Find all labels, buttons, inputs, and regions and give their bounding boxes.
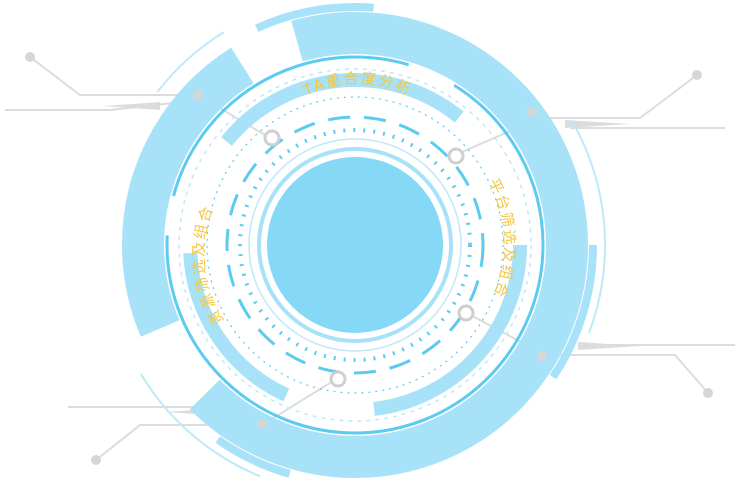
middle-ring-solid: [165, 55, 545, 435]
outer-rings: [104, 0, 606, 496]
circuit-line-bottom-right: [464, 311, 709, 394]
circuit-line-bottom-left: [95, 377, 339, 461]
circuit-endpoints: [25, 52, 713, 465]
node-bottom: [329, 370, 347, 388]
endpoint-top-right: [692, 70, 702, 80]
circuit-line-top-right: [454, 74, 698, 156]
node-outer-top-left: [193, 90, 203, 100]
endpoint-top-left: [25, 52, 35, 62]
inner-dash-ring: [225, 115, 485, 375]
node-outer-right: [537, 351, 547, 361]
inner-rings: [225, 115, 485, 375]
arrow-row-bottom-right: [578, 342, 640, 350]
ring-nodes: [193, 90, 547, 429]
inner-dotted-ring: [206, 96, 504, 394]
node-outer-top-right: [527, 107, 537, 117]
inner-solid-ring: [257, 147, 453, 343]
endpoint-bottom-right: [703, 388, 713, 398]
node-right: [457, 304, 475, 322]
middle-rings: [165, 55, 545, 435]
outer-ring-thick: [122, 12, 588, 478]
core-circle: [267, 157, 443, 333]
inner-thin-ring: [248, 138, 462, 352]
node-outer-bottom-left: [257, 419, 267, 429]
middle-ring-thick: [183, 73, 527, 417]
label-top: TA重合度分析: [299, 69, 415, 100]
node-top-right: [447, 147, 465, 165]
inner-tick-ring: [238, 128, 472, 362]
outer-ring-thin: [113, 3, 597, 487]
middle-ring-dashed: [178, 68, 532, 422]
endpoint-bottom-left: [91, 455, 101, 465]
node-top-left: [263, 129, 281, 147]
outer-ring-hair: [104, 0, 606, 496]
arrow-row-left: [104, 102, 160, 110]
arrow-row-top-right: [565, 120, 630, 128]
